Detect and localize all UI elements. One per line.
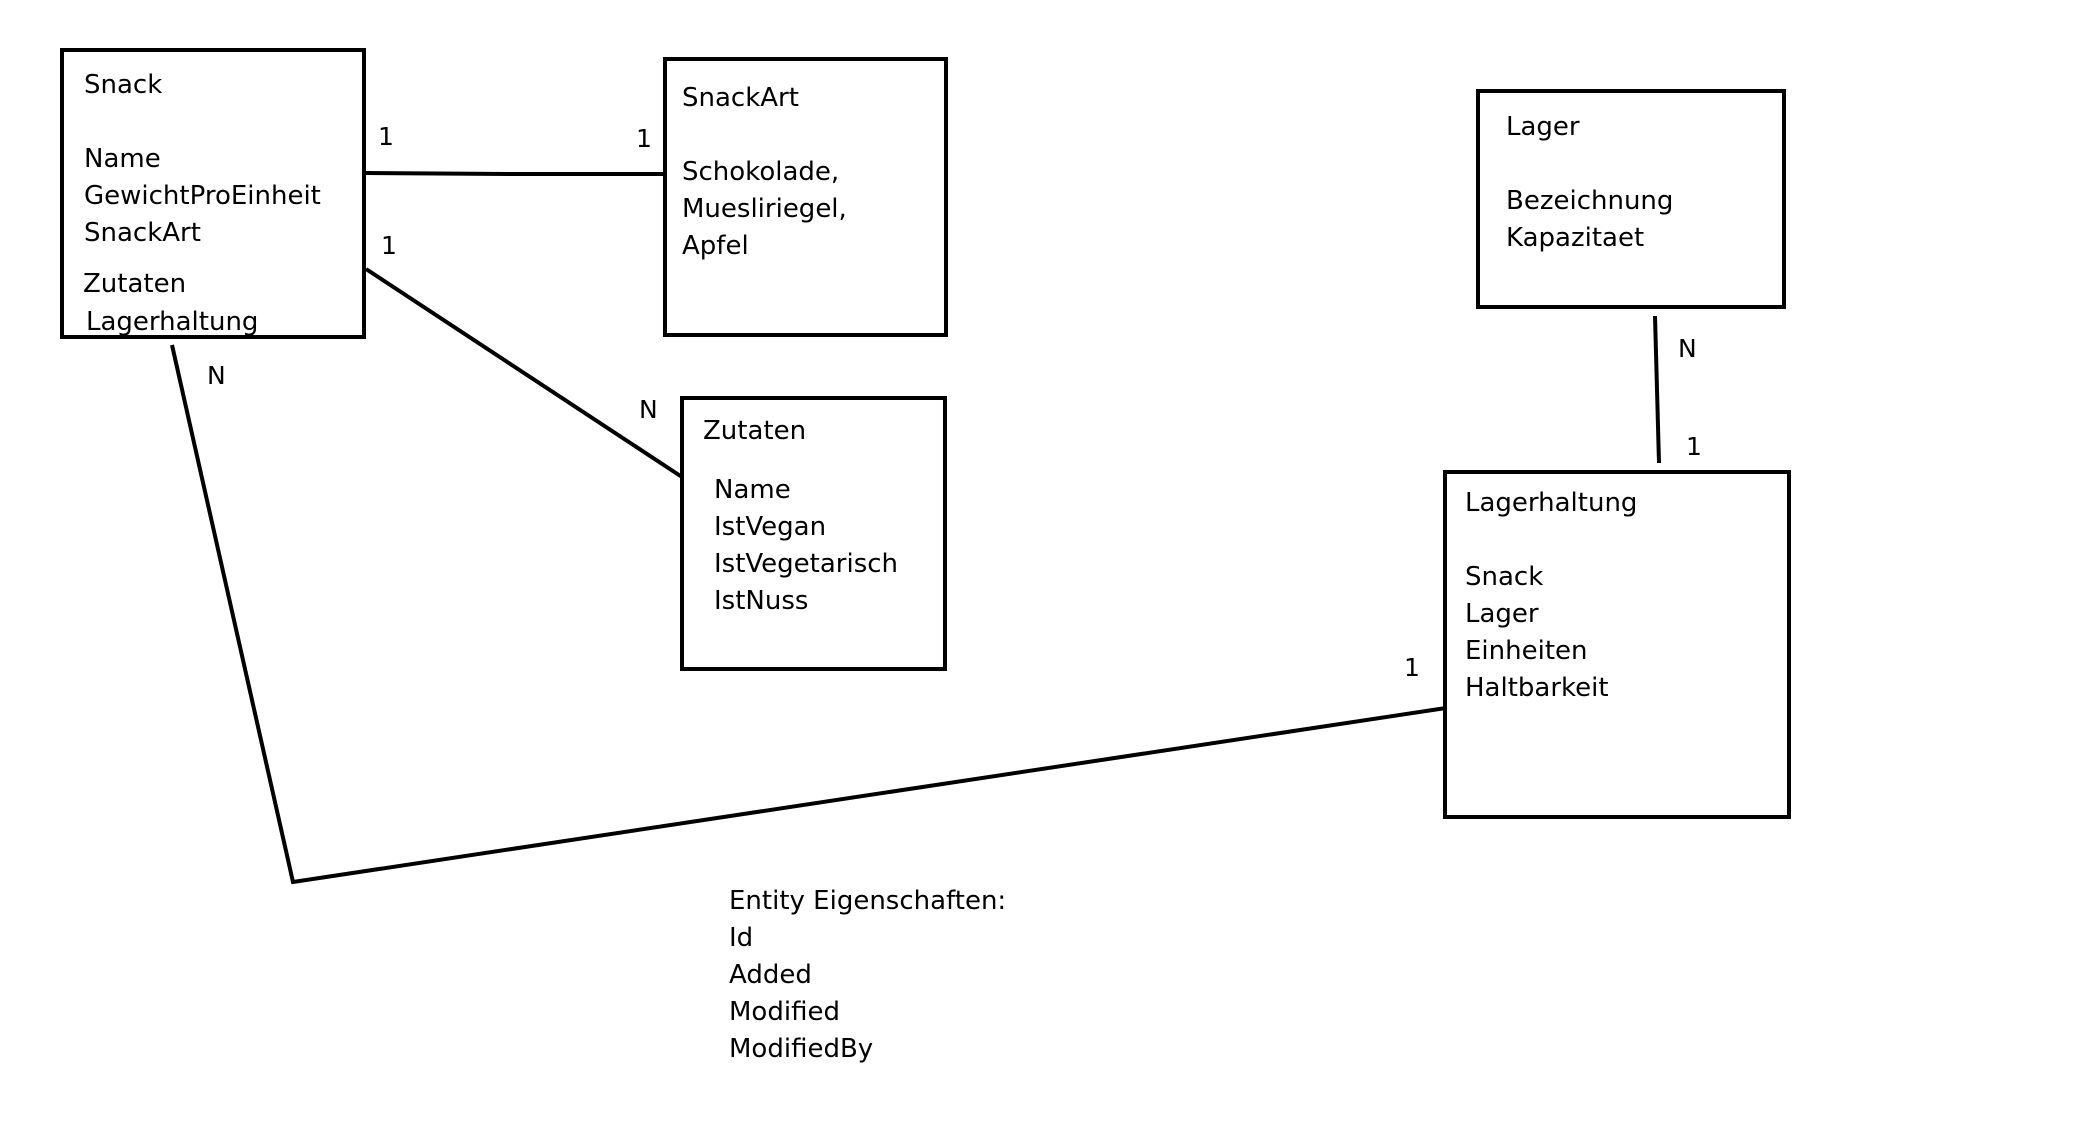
note-line-added: Added [729, 960, 812, 990]
cardinality-snack-snackart-to: 1 [636, 124, 652, 153]
entity-snackart-attr-schokolade: Schokolade, [682, 157, 840, 187]
cardinality-lager-lagerhaltung-from: N [1678, 334, 1697, 363]
entity-snack-attr-zutaten: Zutaten [83, 269, 187, 299]
entity-zutaten-attr-istvegetarisch: IstVegetarisch [714, 549, 899, 579]
cardinality-snack-zutaten-to: N [639, 395, 658, 424]
line-snack-snackart [365, 171, 665, 176]
entity-snackart-attr-muesliriegel: Muesliriegel, [682, 194, 847, 224]
entity-lager-attr-kapazitaet: Kapazitaet [1506, 223, 1645, 253]
cardinality-snack-zutaten-from: 1 [381, 231, 397, 260]
cardinality-snack-lagerhaltung-to: 1 [1404, 653, 1420, 682]
entity-zutaten-title: Zutaten [703, 416, 807, 446]
entity-zutaten-attr-istvegan: IstVegan [714, 512, 827, 542]
entity-snackart-title: SnackArt [682, 83, 799, 113]
entity-lagerhaltung-title: Lagerhaltung [1465, 488, 1638, 518]
note-title: Entity Eigenschaften: [729, 886, 1007, 916]
entity-lagerhaltung-attr-einheiten: Einheiten [1465, 636, 1588, 666]
entity-lager-attr-bezeichnung: Bezeichnung [1506, 186, 1674, 216]
entity-zutaten-attr-name: Name [714, 475, 791, 505]
entity-snack [60, 48, 366, 339]
line-snack-zutaten [364, 267, 684, 479]
entity-snack-attr-name: Name [84, 144, 161, 174]
cardinality-snack-lagerhaltung-from: N [207, 361, 226, 390]
entity-snack-attr-snackart: SnackArt [84, 218, 201, 248]
entity-snackart [663, 57, 948, 337]
entity-lagerhaltung-attr-lager: Lager [1465, 599, 1539, 629]
entity-snackart-attr-apfel: Apfel [682, 231, 749, 261]
entity-snack-attr-gewicht: GewichtProEinheit [84, 181, 321, 211]
cardinality-lager-lagerhaltung-to: 1 [1686, 432, 1702, 461]
entity-snack-title: Snack [84, 70, 163, 100]
line-snack-lagerhaltung [170, 344, 1447, 885]
entity-lager-title: Lager [1506, 112, 1580, 142]
entity-lager [1476, 89, 1786, 309]
entity-snack-attr-lagerhaltung: Lagerhaltung [86, 307, 259, 337]
note-line-id: Id [729, 923, 754, 953]
cardinality-snack-snackart-from: 1 [378, 122, 394, 151]
line-lager-lagerhaltung [1653, 315, 1661, 464]
entity-zutaten [680, 396, 947, 671]
entity-lagerhaltung-attr-haltbarkeit: Haltbarkeit [1465, 673, 1609, 703]
note-line-modified: Modified [729, 997, 840, 1027]
entity-zutaten-attr-istnuss: IstNuss [714, 586, 809, 616]
note-line-modifiedby: ModifiedBy [729, 1034, 874, 1064]
entity-lagerhaltung [1443, 470, 1791, 819]
entity-lagerhaltung-attr-snack: Snack [1465, 562, 1544, 592]
